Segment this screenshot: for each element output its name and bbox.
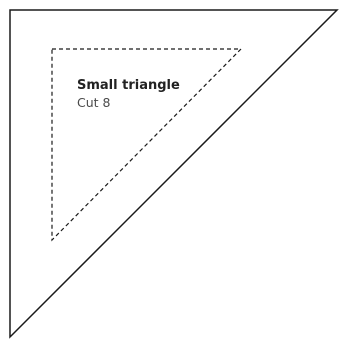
outer-triangle-outline: [9, 9, 339, 339]
piece-name-label: Small triangle: [77, 78, 180, 93]
inner-triangle-dashed-outline: [51, 48, 243, 242]
cut-instruction-label: Cut 8: [77, 95, 111, 110]
